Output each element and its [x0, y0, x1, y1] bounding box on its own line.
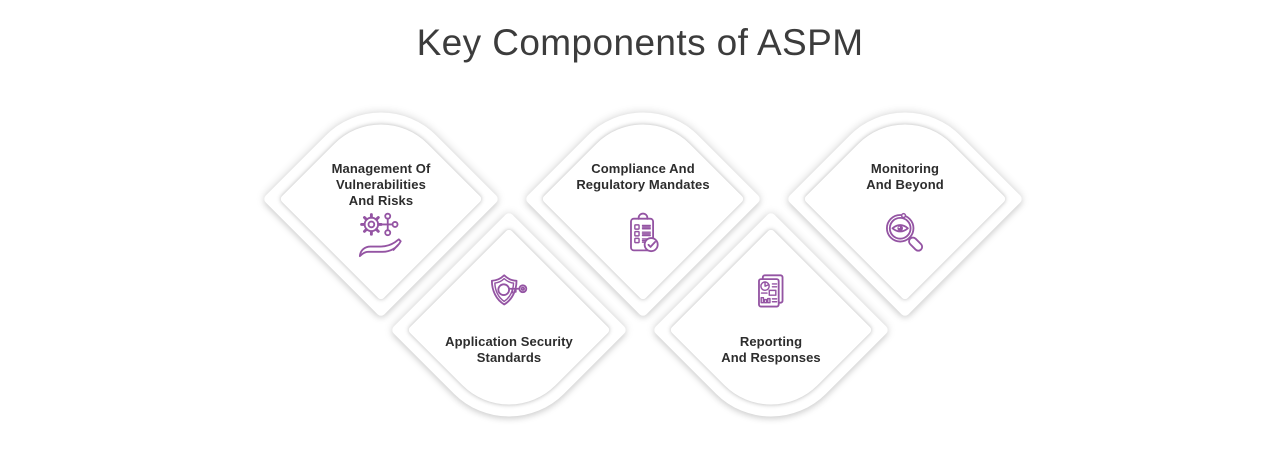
- card-label: Management Of Vulnerabilities And Risks: [331, 161, 431, 209]
- card-reporting-and-responses: Reporting And Responses: [651, 210, 891, 450]
- clipboard-checklist-check-icon: [618, 210, 668, 260]
- diamond-card-content: Compliance And Regulatory Mandates: [523, 79, 763, 319]
- card-label: Monitoring And Beyond: [866, 161, 944, 193]
- hand-gear-network-icon: [356, 210, 406, 260]
- card-management-vulnerabilities-risks: Management Of Vulnerabilities And Risks: [261, 79, 501, 319]
- card-label: Reporting And Responses: [721, 334, 821, 366]
- card-application-security-standards: Application Security Standards: [389, 210, 629, 450]
- report-document-charts-icon: [746, 270, 796, 320]
- card-label: Application Security Standards: [445, 334, 573, 366]
- card-compliance-regulatory-mandates: Compliance And Regulatory Mandates: [523, 79, 763, 319]
- card-monitoring-and-beyond: Monitoring And Beyond: [785, 79, 1025, 319]
- magnifier-eye-icon: [880, 210, 930, 260]
- page-title: Key Components of ASPM: [416, 22, 864, 63]
- shield-key-icon: [484, 270, 534, 320]
- diamond-card-content: Reporting And Responses: [651, 210, 891, 450]
- diamond-card-content: Management Of Vulnerabilities And Risks: [261, 79, 501, 319]
- diamond-card-content: Monitoring And Beyond: [785, 79, 1025, 319]
- card-label: Compliance And Regulatory Mandates: [576, 161, 710, 193]
- diamond-card-content: Application Security Standards: [389, 210, 629, 450]
